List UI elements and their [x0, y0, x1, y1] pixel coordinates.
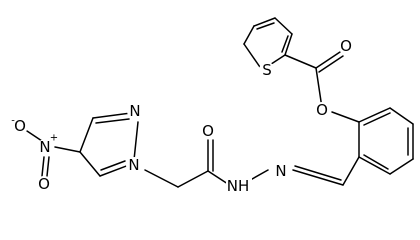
bond [358, 156, 391, 175]
bond [358, 107, 391, 123]
bond [26, 130, 43, 142]
pyrazole-n2-label: N [129, 102, 140, 120]
atom-labels: S O O O NH N N N N + O - O [11, 37, 354, 195]
ester-oxygen-label: O [316, 101, 328, 119]
hydrazone-n-label: N [275, 162, 286, 180]
nitro-o-minus-label: O [14, 117, 26, 135]
bond [315, 51, 341, 69]
bond [389, 107, 414, 125]
bond [315, 67, 323, 109]
bond [363, 154, 389, 170]
molecule-structure: S O O O NH N N N N + O - O [11, 17, 414, 195]
bond [331, 111, 360, 123]
amide-oxygen-label: O [202, 122, 214, 140]
bond [284, 54, 317, 69]
bond [100, 160, 126, 171]
bond [133, 121, 139, 161]
bond [292, 169, 344, 186]
bond [243, 25, 255, 45]
bond [253, 17, 276, 27]
bond [281, 35, 289, 53]
pyrazole-n1-label: N [128, 156, 139, 174]
bond [54, 146, 81, 153]
bond [46, 156, 50, 177]
nitro-n-label: N [39, 138, 50, 156]
bond [363, 112, 391, 126]
nitro-n-charge: + [50, 133, 58, 144]
nitro-o-label: O [38, 175, 50, 193]
nitro-o-charge: - [11, 116, 15, 127]
bond [389, 158, 414, 175]
ester-group [284, 51, 344, 109]
bond [294, 165, 342, 181]
nitro-group [26, 130, 81, 177]
hydrazone-nh-label: NH [227, 177, 250, 195]
hydrazone-chain [244, 156, 360, 186]
carbonyl-oxygen-label: O [340, 37, 352, 55]
bond [256, 22, 275, 30]
bond [92, 112, 132, 119]
sulfur-atom-label: S [262, 61, 272, 79]
bond [41, 156, 45, 177]
bond [144, 169, 179, 188]
bond [177, 170, 209, 188]
bond [274, 17, 293, 35]
benzene-ring [331, 107, 414, 175]
bond [79, 151, 101, 177]
amide-group [144, 139, 232, 188]
bond [342, 156, 360, 186]
bond [318, 55, 344, 73]
pyrazole-ring [79, 112, 139, 177]
bond [243, 43, 263, 71]
bond [99, 164, 130, 177]
bond [95, 118, 130, 124]
molecule-canvas: S O O O NH N N N N + O - O [11, 17, 414, 195]
bond [79, 117, 94, 153]
thiophene-ring [243, 17, 293, 71]
bond [284, 33, 293, 56]
